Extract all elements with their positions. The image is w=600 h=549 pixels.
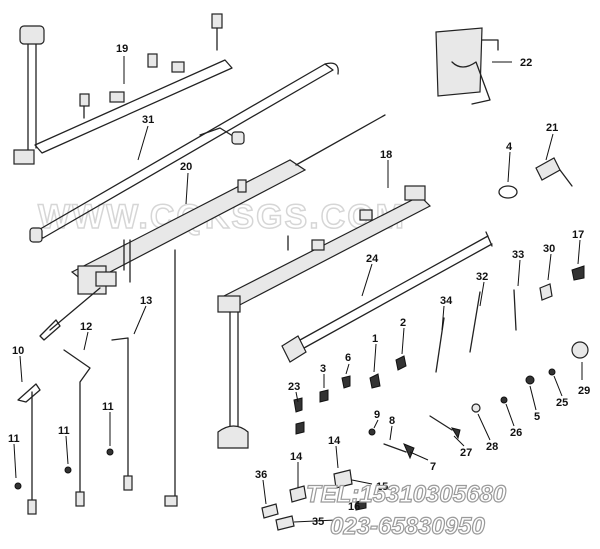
label-23: 23 [288, 381, 300, 393]
leader-lines [13, 56, 583, 523]
label-7: 7 [430, 461, 436, 473]
part-22-bracket [435, 27, 499, 105]
label-33: 33 [512, 249, 524, 261]
label-13: 13 [140, 295, 152, 307]
label-6: 6 [345, 352, 351, 364]
label-27: 27 [460, 447, 472, 459]
part-24-rod [281, 231, 493, 363]
part-20-harness [39, 114, 386, 507]
part-18-harness [217, 185, 432, 449]
part-21-pin [535, 157, 573, 187]
part-4-grommet [498, 185, 518, 199]
label-11-a: 11 [102, 401, 114, 413]
label-3: 3 [320, 363, 326, 375]
contact-phone: 023-65830950 [330, 513, 485, 540]
label-5: 5 [534, 411, 540, 423]
part-31-harness [29, 62, 339, 243]
label-2: 2 [400, 317, 406, 329]
label-21: 21 [546, 122, 558, 134]
label-16: 16 [348, 501, 360, 513]
label-12: 12 [80, 321, 92, 333]
label-24: 24 [366, 253, 379, 265]
part-19-harness [13, 13, 233, 165]
label-14-b: 14 [290, 451, 303, 463]
label-4: 4 [506, 141, 513, 153]
label-17: 17 [572, 229, 584, 241]
label-28: 28 [486, 441, 498, 453]
label-1: 1 [372, 333, 378, 345]
callout-labels: 19 22 31 21 20 4 18 17 33 30 24 32 13 12… [8, 43, 590, 528]
label-14-a: 14 [328, 435, 341, 447]
contact-tel: TEL:15310305680 [306, 481, 507, 508]
label-29: 29 [578, 385, 590, 397]
label-30: 30 [543, 243, 555, 255]
left-wires [14, 337, 133, 515]
label-36: 36 [255, 469, 267, 481]
label-22: 22 [520, 57, 532, 69]
label-15: 15 [376, 481, 388, 493]
label-11-b: 11 [8, 433, 20, 445]
label-25: 25 [556, 397, 568, 409]
label-8: 8 [389, 415, 395, 427]
label-34: 34 [440, 295, 453, 307]
label-26: 26 [510, 427, 522, 439]
label-19: 19 [116, 43, 128, 55]
label-10: 10 [12, 345, 24, 357]
label-31: 31 [142, 114, 154, 126]
label-9: 9 [374, 409, 380, 421]
label-20: 20 [180, 161, 192, 173]
label-32: 32 [476, 271, 488, 283]
label-18: 18 [380, 149, 392, 161]
small-parts [261, 265, 589, 531]
label-11-c: 11 [58, 425, 70, 437]
label-35: 35 [312, 516, 324, 528]
